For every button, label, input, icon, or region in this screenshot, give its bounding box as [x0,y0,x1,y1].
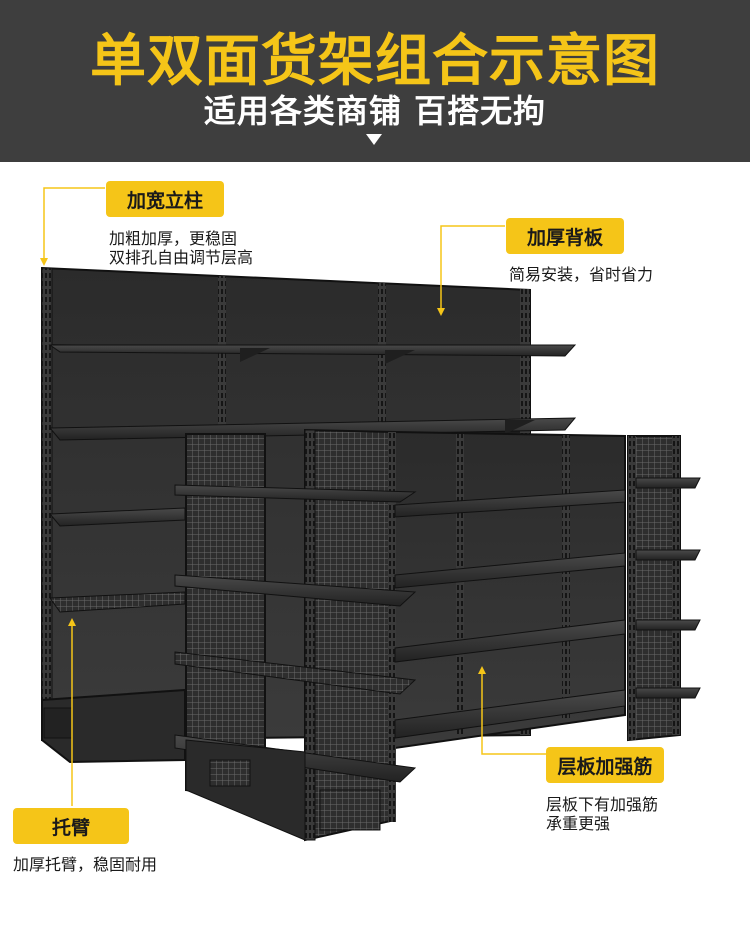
triangle-down-icon [366,134,382,145]
back-panel-desc-line1: 简易安装，省时省力 [509,265,654,284]
shelf-rib-callout-desc: 层板下有加强筋 承重更强 [546,795,658,833]
page-subtitle: 适用各类商铺 百搭无拘 [203,92,547,130]
front-shelf-unit [174,428,701,842]
shelf-rib-desc-line1: 层板下有加强筋 [546,795,659,814]
upright-callout-label: 加宽立柱 [126,189,203,212]
bracket-desc-line1: 加厚托臂，稳固耐用 [13,855,158,874]
shelving-illustration [41,266,701,842]
bracket-callout-desc: 加厚托臂，稳固耐用 [13,855,157,874]
header-banner: 单双面货架组合示意图 适用各类商铺 百搭无拘 [0,0,750,162]
bracket-callout-badge: 托臂 [13,808,129,844]
upright-desc-line1: 加粗加厚，更稳固 [109,229,238,248]
page-title: 单双面货架组合示意图 [90,29,660,94]
back-panel-callout-desc: 简易安装，省时省力 [509,265,653,284]
bracket-callout-label: 托臂 [51,816,90,839]
shelf-rib-callout-label: 层板加强筋 [557,755,653,778]
upright-callout-desc: 加粗加厚，更稳固 双排孔自由调节层高 [109,229,253,267]
shelf-rib-desc-line2: 承重更强 [546,814,611,833]
back-panel-callout-label: 加厚背板 [526,226,603,249]
upright-desc-line2: 双排孔自由调节层高 [109,248,254,267]
upright-callout-badge: 加宽立柱 [106,181,224,217]
back-panel-callout-badge: 加厚背板 [506,218,624,254]
shelf-rib-callout-badge: 层板加强筋 [546,747,664,783]
